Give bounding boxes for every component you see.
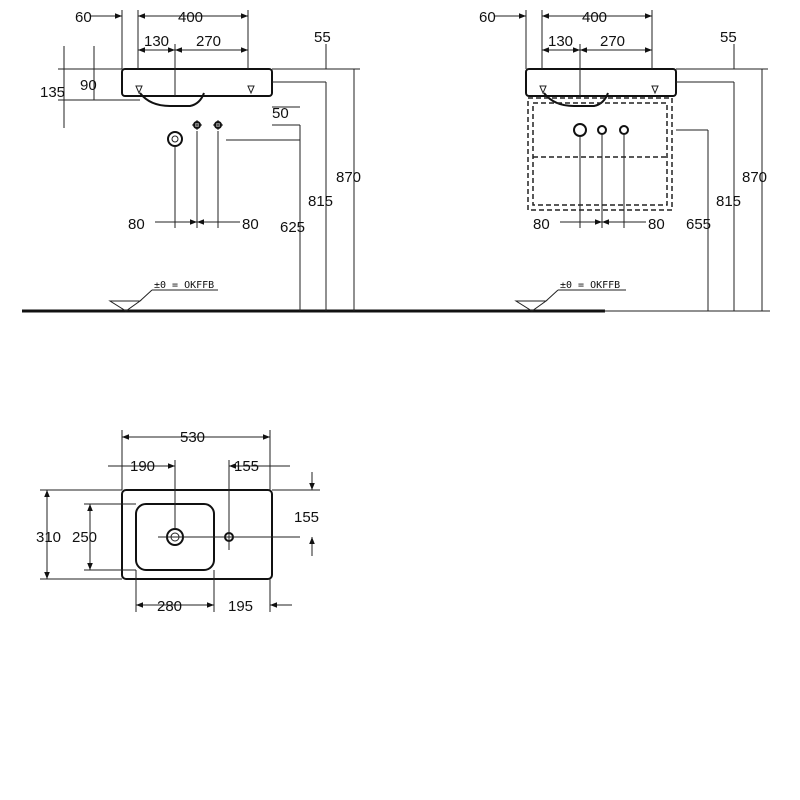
dim-plan-tap-offset: 155 — [234, 458, 259, 475]
dim-a-spacing-right: 80 — [242, 216, 259, 233]
side-view-cabinet — [494, 10, 770, 312]
dim-plan-tap-depth: 155 — [294, 509, 319, 526]
dim-a-width-top: 400 — [178, 9, 203, 26]
dim-b-width-top: 400 — [582, 9, 607, 26]
floor-label-b: ±0 = OKFFB — [560, 280, 620, 291]
dim-a-tap-gap: 50 — [272, 105, 289, 122]
dim-b-drain-to-tap: 270 — [600, 33, 625, 50]
dim-a-right-offset: 55 — [314, 29, 331, 46]
dim-a-offset-left: 60 — [75, 9, 92, 26]
dim-plan-right-width: 195 — [228, 598, 253, 615]
dim-a-height-870: 870 — [336, 169, 361, 186]
dim-b-spacing-right: 80 — [648, 216, 665, 233]
dim-plan-depth-bowl: 250 — [72, 529, 97, 546]
dim-b-drain-offset: 130 — [548, 33, 573, 50]
dim-a-height-90: 90 — [80, 77, 97, 94]
dim-b-height-815: 815 — [716, 193, 741, 210]
dim-a-drain-offset: 130 — [144, 33, 169, 50]
plan-view — [40, 430, 320, 612]
dim-b-height-870: 870 — [742, 169, 767, 186]
dim-a-height-815: 815 — [308, 193, 333, 210]
dim-plan-bowl-width: 280 — [157, 598, 182, 615]
dim-b-spacing-left: 80 — [533, 216, 550, 233]
dim-a-drain-to-tap: 270 — [196, 33, 221, 50]
dim-b-height-655: 655 — [686, 216, 711, 233]
dim-b-offset-left: 60 — [479, 9, 496, 26]
dim-a-height-625: 625 — [280, 219, 305, 236]
dim-plan-depth-total: 310 — [36, 529, 61, 546]
floor-label-a: ±0 = OKFFB — [154, 280, 214, 291]
dim-a-spacing-left: 80 — [128, 216, 145, 233]
dim-plan-bowl-offset: 190 — [130, 458, 155, 475]
dim-a-height-135: 135 — [40, 84, 65, 101]
dim-plan-total-width: 530 — [180, 429, 205, 446]
dim-b-right-offset: 55 — [720, 29, 737, 46]
side-view-basin — [58, 10, 360, 312]
